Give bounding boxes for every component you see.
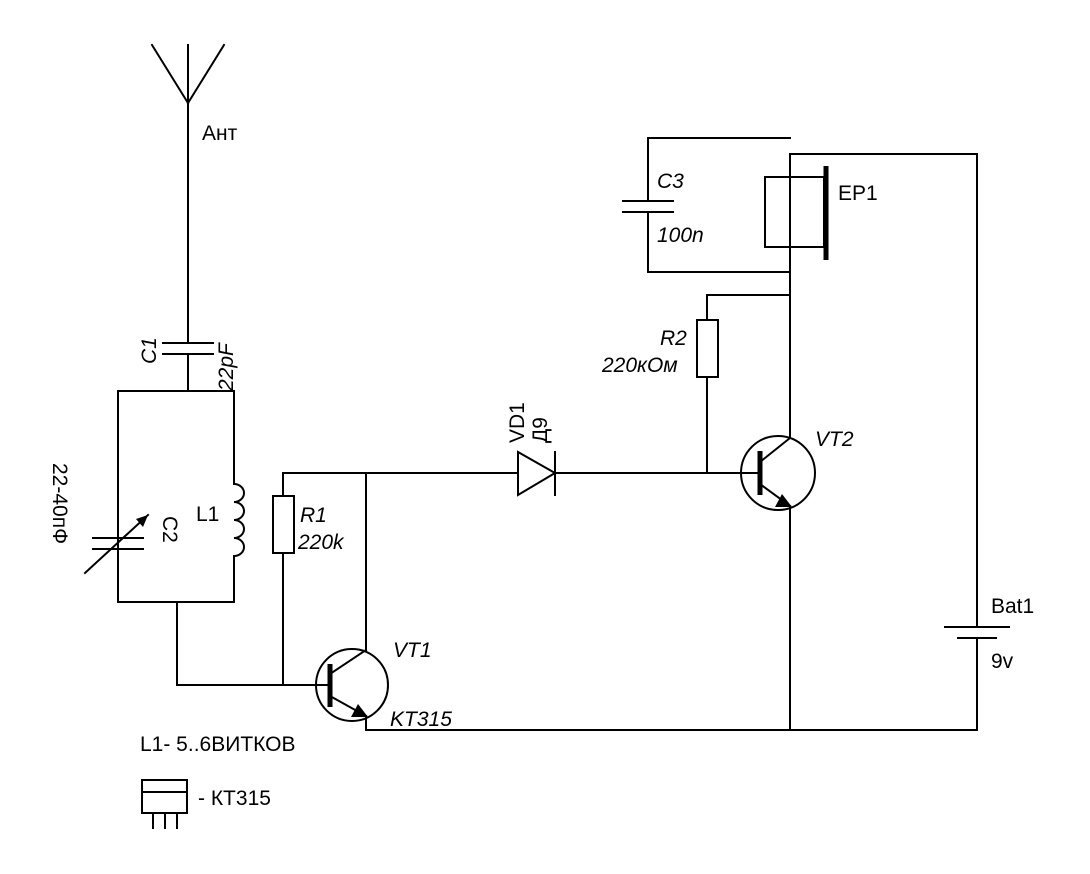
variable-capacitor-c2 <box>83 513 150 575</box>
transistor-vt2 <box>740 435 816 511</box>
c2-name-label: C2 <box>158 516 181 543</box>
ep1-name-label: EP1 <box>838 182 878 205</box>
l1-name-label: L1 <box>196 503 219 526</box>
transistor-vt1 <box>315 648 389 722</box>
r1-value-label: 220k <box>297 531 345 554</box>
package-note: - КТ315 <box>198 787 271 810</box>
vt1-type-label: KT315 <box>390 708 452 731</box>
antenna-symbol <box>150 43 226 105</box>
transistor-package-icon <box>141 779 188 829</box>
capacitor-c1 <box>162 342 214 355</box>
resistor-r2 <box>696 319 719 378</box>
r2-name-label: R2 <box>660 327 687 350</box>
resistor-r1 <box>272 495 295 554</box>
c3-value-label: 100n <box>657 224 704 247</box>
vd1-name-label: VD1 <box>506 402 529 443</box>
vd1-type-label: Д9 <box>529 417 552 443</box>
c2-value-label: 22-40пФ <box>48 463 71 544</box>
vt1-name-label: VT1 <box>393 639 432 662</box>
battery-bat1 <box>944 626 1010 639</box>
earphone-ep1 <box>764 166 829 260</box>
c1-value-label: 22pF <box>215 342 238 392</box>
lc-tank-wires <box>117 390 235 603</box>
bat1-value-label: 9v <box>991 650 1014 673</box>
c3-wires <box>647 137 791 273</box>
vt2-name-label: VT2 <box>815 428 854 451</box>
diode-vd1 <box>517 450 557 497</box>
inductor-l1 <box>232 482 245 558</box>
c1-name-label: C1 <box>138 337 161 364</box>
c3-name-label: C3 <box>657 170 684 193</box>
coil-note: L1- 5..6ВИТКОВ <box>140 733 295 756</box>
capacitor-c3 <box>622 200 674 213</box>
r1-name-label: R1 <box>300 504 327 527</box>
antenna-label: Ант <box>202 122 238 145</box>
r2-value-label: 220кОм <box>601 354 678 377</box>
bat1-name-label: Bat1 <box>991 595 1034 618</box>
